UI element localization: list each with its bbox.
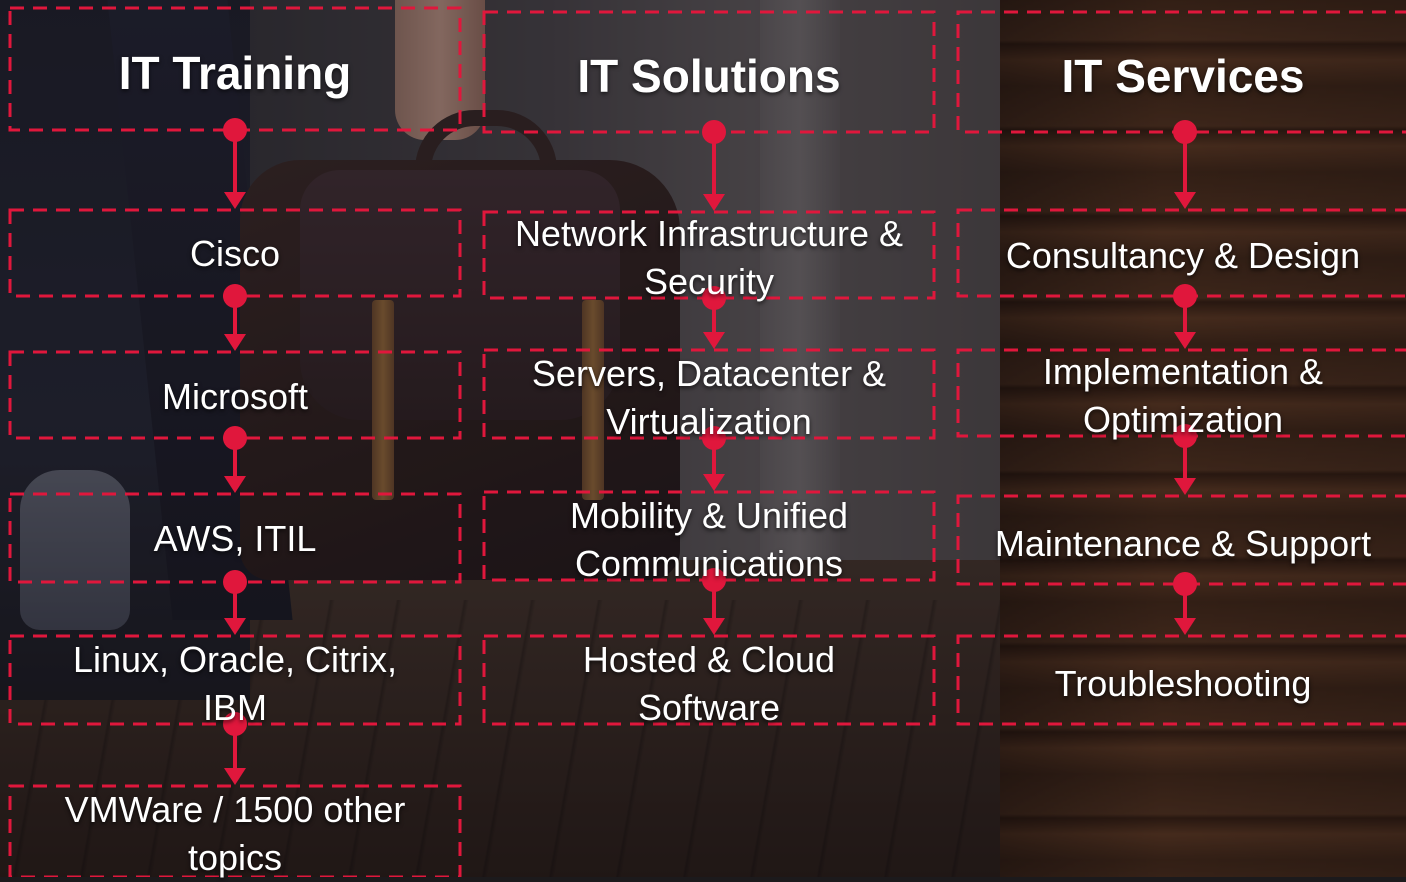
connector-dot-0-0 — [223, 118, 247, 142]
connector-dot-1-0 — [702, 120, 726, 144]
arrow-head-2-2 — [1174, 478, 1196, 495]
arrow-head-1-1 — [703, 332, 725, 349]
dashed-box-1-4 — [482, 634, 936, 726]
arrow-head-0-0 — [224, 192, 246, 209]
connector-dot-2-1 — [1173, 284, 1197, 308]
connector-dot-2-3 — [1173, 572, 1197, 596]
arrow-head-0-1 — [224, 334, 246, 351]
training-item-vmware: VMWare / 1500 other topics — [64, 789, 406, 878]
training-item-aws-itil: AWS, ITIL — [153, 518, 317, 559]
connector-dot-0-1 — [223, 284, 247, 308]
connector-dot-1-3 — [702, 568, 726, 592]
arrow-head-1-0 — [703, 194, 725, 211]
arrow-head-1-2 — [703, 474, 725, 491]
dashed-box-2-4 — [956, 634, 1406, 726]
services-item-consultancy: Consultancy & Design — [1005, 235, 1361, 276]
connector-dot-1-2 — [702, 426, 726, 450]
training-item-microsoft: Microsoft — [161, 376, 309, 417]
services-item-implementation: Implementation & Optimization — [1042, 351, 1324, 440]
arrow-head-0-3 — [224, 618, 246, 635]
connector-dot-0-3 — [223, 570, 247, 594]
solutions-item-mobility: Mobility & Unified Communications — [569, 495, 849, 584]
column-title-it-training: IT Training — [118, 47, 352, 99]
solutions-item-network: Network Infrastructure & Security — [514, 213, 904, 302]
solutions-item-hosted-cloud: Hosted & Cloud Software — [582, 639, 836, 728]
arrow-head-2-0 — [1174, 192, 1196, 209]
column-title-it-solutions: IT Solutions — [577, 50, 841, 102]
services-item-troubleshooting: Troubleshooting — [1054, 663, 1312, 704]
services-item-maintenance: Maintenance & Support — [994, 523, 1372, 564]
connector-dot-2-2 — [1173, 424, 1197, 448]
connector-dot-2-0 — [1173, 120, 1197, 144]
training-item-cisco: Cisco — [189, 233, 281, 274]
arrow-head-2-1 — [1174, 332, 1196, 349]
arrow-head-0-4 — [224, 768, 246, 785]
solutions-item-servers: Servers, Datacenter & Virtualization — [531, 353, 887, 442]
training-item-linux-oracle: Linux, Oracle, Citrix, IBM — [72, 639, 398, 728]
arrow-head-0-2 — [224, 476, 246, 493]
arrow-head-2-3 — [1174, 618, 1196, 635]
dashed-box-0-0 — [8, 6, 462, 132]
dashed-box-2-0 — [956, 10, 1406, 134]
column-title-it-services: IT Services — [1061, 50, 1305, 102]
connector-dot-1-1 — [702, 286, 726, 310]
arrow-head-1-3 — [703, 618, 725, 635]
connector-dot-0-4 — [223, 712, 247, 736]
dashed-box-0-5 — [8, 784, 462, 877]
connector-dot-0-2 — [223, 426, 247, 450]
